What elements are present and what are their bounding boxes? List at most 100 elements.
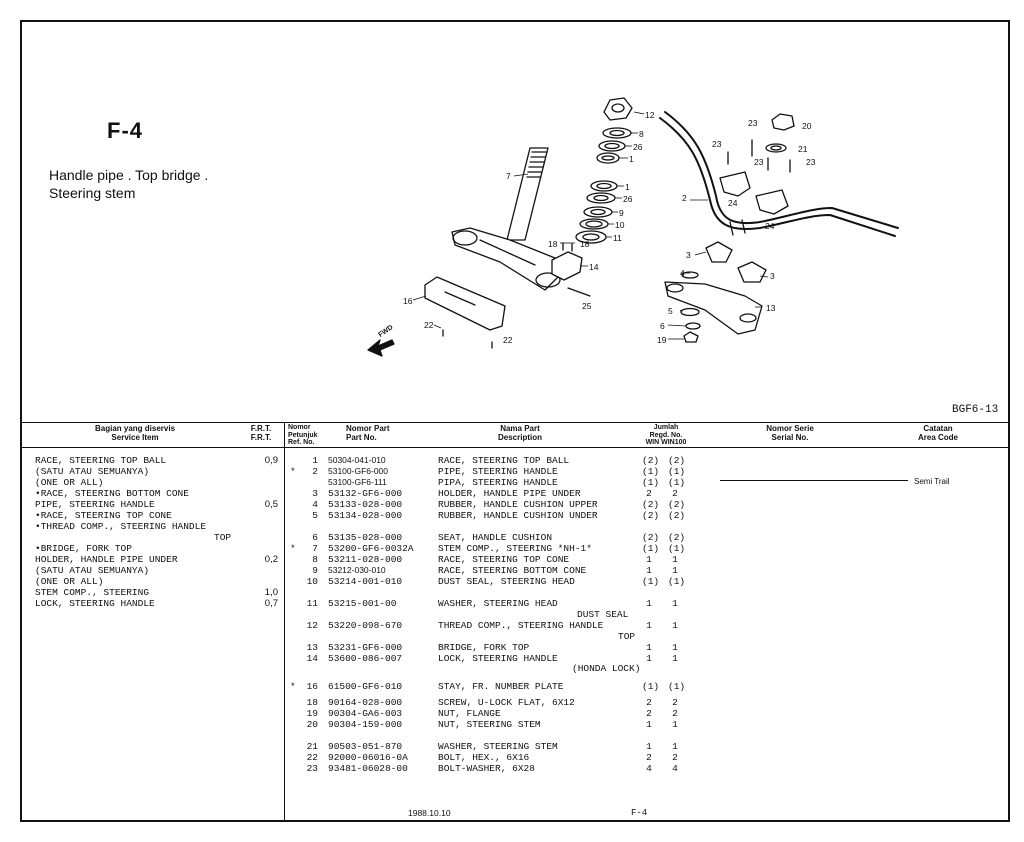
header-line: Nomor Part <box>346 424 390 433</box>
part-q2: 1 <box>672 620 678 631</box>
handle-pipe-part <box>659 111 899 237</box>
part-q1: 1 <box>646 598 652 609</box>
callout-number: 23 <box>754 157 764 167</box>
part-q2: 4 <box>672 763 678 774</box>
part-q1: 1 <box>646 565 652 576</box>
part-q1: 1 <box>646 554 652 565</box>
header-line: Part No. <box>346 433 377 442</box>
header-line: Area Code <box>917 433 958 442</box>
part-pn: 53135-028-000 <box>328 532 403 543</box>
part-pn: 53215-001-00 <box>328 598 397 609</box>
service-item: (SATU ATAU SEMUANYA) <box>35 565 150 576</box>
callout-number: 10 <box>615 220 625 230</box>
part-q2: 1 <box>672 642 678 653</box>
part-desc: BRIDGE, FORK TOP <box>438 642 530 653</box>
part-pn: 53214-001-010 <box>328 576 403 587</box>
part-star: * <box>290 466 296 477</box>
table-header-border <box>20 447 1010 448</box>
callout-number: 1 <box>625 182 630 192</box>
part-q1: (2) <box>642 510 660 521</box>
part-desc: RACE, STEERING TOP BALL <box>438 455 570 466</box>
part-q2: (2) <box>668 499 686 510</box>
part-desc: PIPE, STEERING HANDLE <box>438 466 558 477</box>
header-part-no: Nomor Part Part No. <box>346 424 416 442</box>
part-q1: 2 <box>646 708 652 719</box>
callout-number: 9 <box>619 208 624 218</box>
part-pn: 53231-GF6-000 <box>328 642 403 653</box>
fwd-arrow-icon <box>367 339 395 357</box>
service-item: PIPE, STEERING HANDLE <box>35 499 155 510</box>
footer-date: 1988.10.10 <box>408 808 451 818</box>
part-ref: 10 <box>306 576 318 587</box>
part-ref: 19 <box>306 708 318 719</box>
part-pn: 53132-GF6-000 <box>328 488 403 499</box>
part-ref: 12 <box>306 620 318 631</box>
header-line: Ref. No. <box>288 439 315 446</box>
part-desc: SCREW, U-LOCK FLAT, 6X12 <box>438 697 575 708</box>
part-q2: (2) <box>668 532 686 543</box>
part-ref: 4 <box>312 499 318 510</box>
part-q2: 1 <box>672 653 678 664</box>
part-q1: 1 <box>646 642 652 653</box>
callout-number: 21 <box>798 144 808 154</box>
header-line: WIN WIN100 <box>645 439 687 446</box>
callout-number: 5 <box>668 306 673 316</box>
header-line: Description <box>497 433 542 442</box>
steering-stem-part <box>451 147 561 291</box>
part-pn: 53100-GF6-111 <box>328 477 387 487</box>
part-q2: (2) <box>668 455 686 466</box>
part-pn: 53100-GF6-000 <box>328 466 389 476</box>
footer-page: F-4 <box>631 808 648 818</box>
part-q1: 2 <box>646 697 652 708</box>
part-ref: 1 <box>312 455 318 466</box>
service-item: (ONE OR ALL) <box>35 477 104 488</box>
part-q2: (1) <box>668 466 686 477</box>
callout-number: 24 <box>728 198 738 208</box>
service-item: (SATU ATAU SEMUANYA) <box>35 466 150 477</box>
part-desc: STEM COMP., STEERING *NH-1* <box>438 543 592 554</box>
service-item: •THREAD COMP., STEERING HANDLE <box>35 521 207 532</box>
callout-number: 24 <box>765 221 775 231</box>
part-star: * <box>290 681 296 692</box>
frt-value: 0,2 <box>264 554 278 565</box>
part-ref: 22 <box>306 752 318 763</box>
steering-lock-part <box>551 242 591 297</box>
header-line: Nomor Serie <box>766 424 814 433</box>
part-pn: 53133-028-000 <box>328 499 403 510</box>
header-ref-no: Nomor Petunjuk Ref. No. <box>288 424 328 447</box>
part-desc: THREAD COMP., STEERING HANDLE <box>438 620 604 631</box>
part-ref: 2 <box>312 466 318 477</box>
header-line: Regd. No. <box>649 431 683 439</box>
header-frt: F.R.T. F.R.T. <box>243 424 279 442</box>
part-desc: STAY, FR. NUMBER PLATE <box>438 681 564 692</box>
callout-number: 6 <box>660 321 665 331</box>
part-ref: 18 <box>306 697 318 708</box>
handle-holder-parts <box>719 171 789 215</box>
part-pn: 53220-098-670 <box>328 620 403 631</box>
part-q2: (2) <box>668 510 686 521</box>
part-desc: WASHER, STEERING HEAD <box>438 598 558 609</box>
callout-number: 3 <box>770 271 775 281</box>
header-quantity: Jumlah Regd. No. WIN WIN100 <box>636 424 696 447</box>
part-q1: (2) <box>642 455 660 466</box>
callout-number: 3 <box>686 250 691 260</box>
note-leader-line <box>720 480 908 481</box>
header-serial-no: Nomor Serie Serial No. <box>740 424 840 442</box>
top-stack-parts <box>596 97 633 164</box>
part-q1: 1 <box>646 741 652 752</box>
part-q2: 1 <box>672 719 678 730</box>
part-desc: SEAT, HANDLE CUSHION <box>438 532 553 543</box>
part-desc: RUBBER, HANDLE CUSHION UNDER <box>438 510 598 521</box>
part-pn: 53200-GF6-0032A <box>328 543 414 554</box>
header-line: Serial No. <box>771 433 809 442</box>
part-ref: 8 <box>312 554 318 565</box>
part-pn: 93481-06028-00 <box>328 763 408 774</box>
part-desc: HOLDER, HANDLE PIPE UNDER <box>438 488 581 499</box>
desc-continuation: (HONDA LOCK) <box>572 663 641 674</box>
part-pn: 90304-GA6-003 <box>328 708 403 719</box>
part-ref: 9 <box>312 565 318 576</box>
figure-title: Handle pipe . Top bridge . Steering stem <box>49 166 269 202</box>
header-line: Jumlah <box>653 424 679 431</box>
part-pn: 90503-051-870 <box>328 741 403 752</box>
header-line: F.R.T. <box>250 433 272 442</box>
